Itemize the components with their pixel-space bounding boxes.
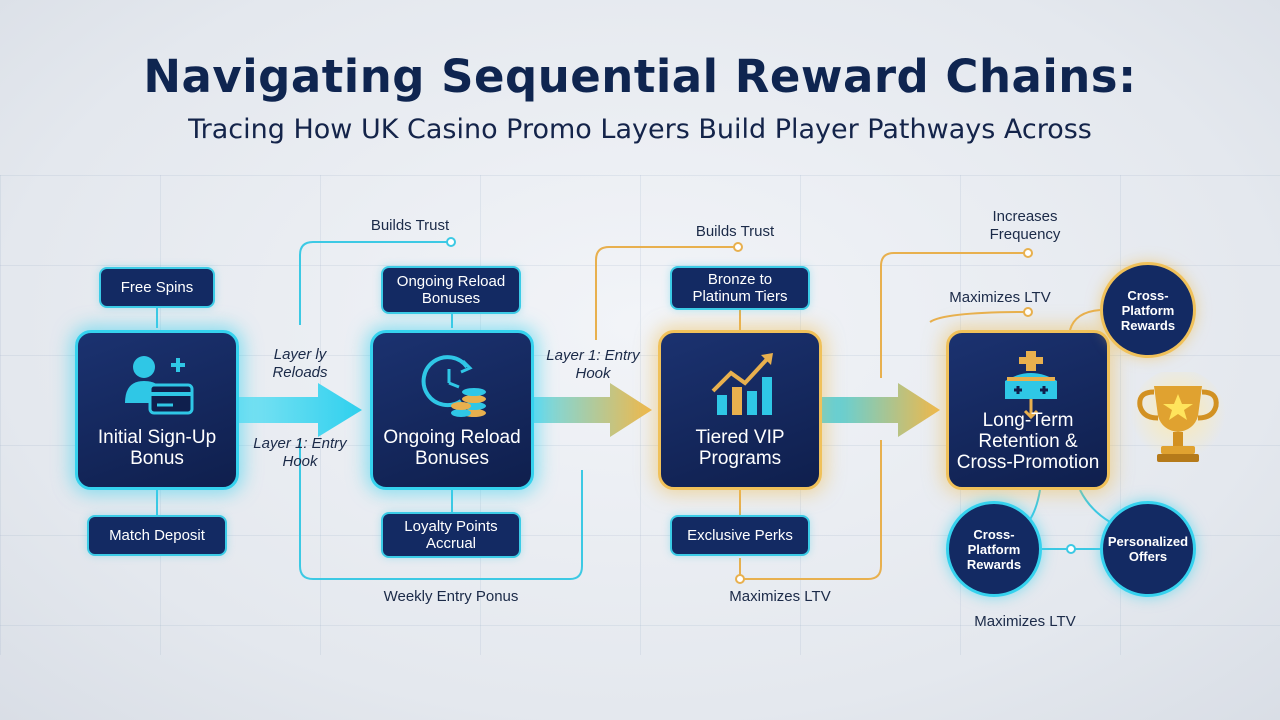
loop-wire-cyan [299, 241, 451, 325]
loop-wire-gold [595, 246, 738, 340]
crown-network-icon [949, 351, 1107, 421]
personalized-offers-node: Personalized Offers [1100, 501, 1196, 597]
stage-long-term-retention: Long-Term Retention & Cross-Promotion [946, 330, 1110, 490]
stage-label: Ongoing Reload Bonuses [383, 427, 521, 469]
note-increases-frequency: Increases Frequency [989, 208, 1061, 243]
note-maximizes-ltv: Maximizes LTV [729, 588, 831, 605]
flow-arrow-1 [238, 383, 362, 437]
note-weekly-entry: Weekly Entry Ponus [383, 588, 519, 605]
flow-arrow-2 [533, 383, 652, 437]
note-builds-trust: Builds Trust [695, 223, 775, 240]
page-title: Navigating Sequential Reward Chains: [143, 50, 1137, 103]
trophy-icon [1128, 369, 1228, 472]
flow-arrow-3 [822, 383, 940, 437]
note-builds-trust: Builds Trust [370, 217, 450, 234]
user-card-icon [78, 351, 236, 421]
stage-label: Initial Sign-Up Bonus [97, 427, 217, 469]
stage-vip-programs: Tiered VIP Programs [658, 330, 822, 490]
stage-initial-signup: Initial Sign-Up Bonus [75, 330, 239, 490]
note-maximizes-ltv: Maximizes LTV [949, 289, 1051, 306]
note-maximizes-ltv: Maximizes LTV [974, 613, 1076, 630]
note-layer-reloads: Layer ly Reloads [272, 346, 328, 381]
growth-chart-icon [661, 351, 819, 421]
page-subtitle: Tracing How UK Casino Promo Layers Build… [188, 114, 1092, 145]
stage-label: Long-Term Retention & Cross-Promotion [956, 410, 1100, 473]
loyalty-points-tag: Loyalty Points Accrual [381, 512, 521, 558]
reload-bonuses-tag: Ongoing Reload Bonuses [381, 266, 521, 314]
match-deposit-tag: Match Deposit [87, 515, 227, 556]
free-spins-tag: Free Spins [99, 267, 215, 308]
cross-platform-rewards-node: Cross-Platform Rewards [946, 501, 1042, 597]
note-entry-hook: Layer 1: Entry Hook [546, 347, 640, 382]
stage-label: Tiered VIP Programs [695, 427, 785, 469]
exclusive-perks-tag: Exclusive Perks [670, 515, 810, 556]
note-entry-hook: Layer 1: Entry Hook [253, 435, 347, 470]
stage-reload-bonuses: Ongoing Reload Bonuses [370, 330, 534, 490]
cross-platform-rewards-node: Cross-Platform Rewards [1100, 262, 1196, 358]
bronze-platinum-tag: Bronze to Platinum Tiers [670, 266, 810, 310]
clock-coins-icon [373, 351, 531, 421]
